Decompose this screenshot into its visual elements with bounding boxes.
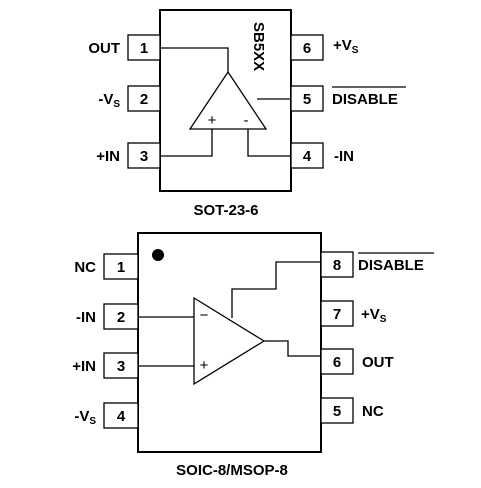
soic8-pin-7-number: 7	[333, 306, 341, 323]
soic8-pin-1-name: NC	[74, 259, 96, 276]
soic8-pin-8-number: 8	[333, 257, 341, 274]
sot23-pin-2	[127, 85, 161, 112]
sot23-pin-3	[127, 142, 161, 169]
soic8-pin-6-name: OUT	[362, 354, 394, 371]
sot23-title: SOT-23-6	[193, 202, 258, 219]
soic8-opamp-plus: +	[200, 357, 209, 374]
soic8-pin-6	[320, 348, 354, 375]
sot23-part-marking: SB5XX	[250, 22, 267, 71]
soic8-package: 1 2 3 4 8 7 6 5 NC -IN +IN -VS DISABLE +…	[72, 232, 434, 479]
soic8-pin-8-name: DISABLE	[358, 257, 424, 274]
sot23-pin-1-number: 1	[140, 40, 148, 57]
soic8-wire-disable	[231, 261, 321, 318]
soic8-pin-5-number: 5	[333, 403, 341, 420]
soic8-title: SOIC-8/MSOP-8	[176, 462, 288, 479]
soic8-pin-2-name: -IN	[76, 309, 96, 326]
soic8-pin-3-number: 3	[117, 358, 125, 375]
sot23-pin-5-name: DISABLE	[332, 91, 398, 108]
sot23-pin-6-number: 6	[303, 40, 311, 57]
sot23-pin-6-name: +VS	[333, 37, 359, 56]
soic8-pin-7-name-sub: S	[380, 314, 387, 325]
sot23-pin-6	[290, 34, 324, 61]
sot23-pin-3-number: 3	[140, 148, 148, 165]
soic8-pin-1-number: 1	[117, 259, 125, 276]
sot23-pin-1-name: OUT	[88, 40, 120, 57]
soic8-pin1-dot	[152, 249, 164, 261]
soic8-body	[137, 232, 322, 453]
soic8-pin-4-name: -VS	[74, 408, 96, 427]
soic8-pin-1	[103, 253, 139, 280]
soic8-pin-7-name-main: +V	[361, 306, 380, 323]
sot23-pin-4-name: -IN	[334, 148, 354, 165]
soic8-pin-2-number: 2	[117, 309, 125, 326]
sot23-opamp-plus: +	[208, 112, 217, 129]
sot23-pin-2-number: 2	[140, 91, 148, 108]
soic8-opamp-symbol	[193, 296, 266, 386]
soic8-pin-3-name: +IN	[72, 358, 96, 375]
sot23-pin-2-name-main: -V	[98, 91, 113, 108]
sot23-pin-6-name-sub: S	[352, 45, 359, 56]
soic8-opamp-minus: −	[200, 307, 209, 324]
soic8-pin-5	[320, 397, 354, 424]
soic8-pin-4	[103, 402, 139, 429]
soic8-pin-4-number: 4	[117, 408, 126, 425]
sot23-pin-6-name-main: +V	[333, 37, 352, 54]
sot23-pin-4-number: 4	[303, 148, 312, 165]
soic8-pin-5-name: NC	[362, 403, 384, 420]
soic8-pin-8	[320, 251, 354, 278]
sot23-wire-plus-in	[160, 129, 213, 157]
soic8-pin-2	[103, 303, 139, 330]
sot23-pin-5-number: 5	[303, 91, 311, 108]
sot23-pin-2-name: -VS	[98, 91, 120, 110]
soic8-pin-6-number: 6	[333, 354, 341, 371]
soic8-pin-4-name-main: -V	[74, 408, 89, 425]
soic8-wire-out	[264, 340, 321, 357]
sot23-body	[159, 9, 292, 192]
soic8-pin-7-name: +VS	[361, 306, 387, 325]
sot23-pin-2-name-sub: S	[113, 99, 120, 110]
soic8-pin-4-name-sub: S	[89, 416, 96, 427]
soic8-pin-3	[103, 352, 139, 379]
sot23-pin-5	[290, 85, 324, 112]
sot23-opamp-minus: -	[244, 112, 249, 129]
sot23-wire-minus-in	[247, 129, 291, 157]
sot23-pin-1	[127, 34, 161, 61]
sot23-wire-out	[160, 47, 229, 72]
sot23-opamp-symbol	[188, 70, 268, 130]
sot23-pin-3-name: +IN	[96, 148, 120, 165]
sot23-package: SB5XX 1 2 3 6 5 4 OUT -VS +IN +VS DISABL…	[88, 9, 406, 219]
soic8-pin-7	[320, 300, 354, 327]
